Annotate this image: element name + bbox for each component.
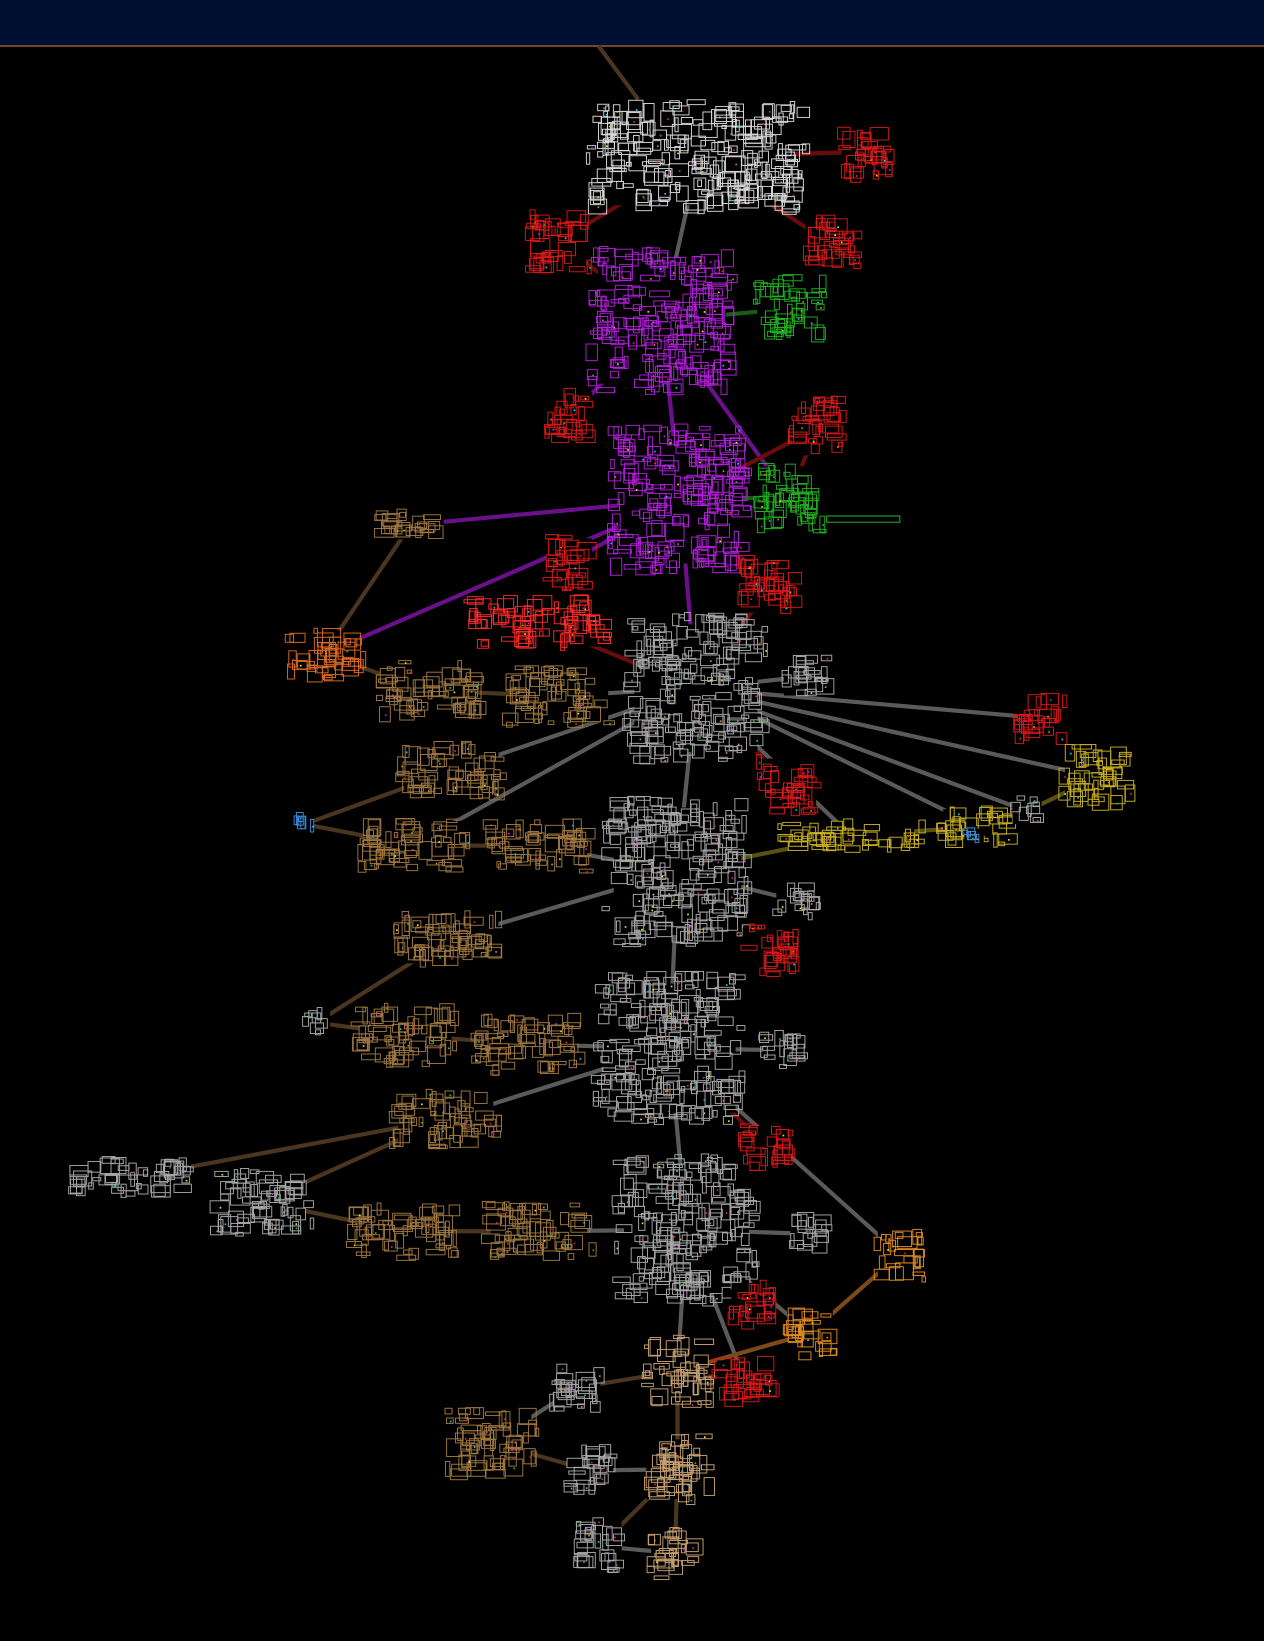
map-zone-red[interactable] <box>737 554 803 614</box>
map-zone-gray[interactable] <box>68 1156 194 1198</box>
map-zone-brown[interactable] <box>345 1202 461 1261</box>
map-link <box>596 44 640 101</box>
map-zone-gray[interactable] <box>573 1517 626 1574</box>
map-zone-red[interactable] <box>787 395 847 456</box>
map-zone-red[interactable] <box>544 387 596 444</box>
map-zone-gray[interactable] <box>772 882 821 921</box>
map-zone-brown[interactable] <box>482 818 596 874</box>
map-zone-brown[interactable] <box>393 910 503 968</box>
map-zone-gray[interactable] <box>601 795 753 948</box>
map-zone-red[interactable] <box>524 209 592 275</box>
map-zone-tan[interactable] <box>643 1433 715 1505</box>
top-bar <box>0 0 1264 47</box>
map-zone-gray[interactable] <box>622 611 770 765</box>
map-zone-green[interactable] <box>753 463 827 534</box>
map-zone-yellow[interactable] <box>1058 744 1136 811</box>
map-zone-red[interactable] <box>740 923 800 977</box>
map-zone-gray[interactable] <box>758 1029 808 1070</box>
map-zone-red[interactable] <box>711 1356 780 1407</box>
map-zone-amber[interactable] <box>873 1228 926 1283</box>
map-zone-brown[interactable] <box>350 1002 460 1068</box>
corridor <box>826 515 901 523</box>
map-zone-red[interactable] <box>542 534 597 592</box>
map-zone-brown[interactable] <box>374 508 444 540</box>
map-zone-brown[interactable] <box>501 665 615 728</box>
map-link <box>695 686 1098 780</box>
map-zone-brown[interactable] <box>480 1200 597 1261</box>
map-zone-red[interactable] <box>755 754 822 817</box>
map-zone-red[interactable] <box>1013 692 1068 745</box>
map-zone-blue[interactable] <box>962 827 984 848</box>
map-zone-gray[interactable] <box>590 970 746 1125</box>
map-zone-yellow[interactable] <box>777 818 926 853</box>
map-zone-main[interactable] <box>585 99 811 215</box>
map-zone-brown[interactable] <box>395 740 507 801</box>
map-zone-red[interactable] <box>738 1123 796 1171</box>
map-zone-tan[interactable] <box>646 1527 704 1581</box>
map-zone-brightred[interactable] <box>463 594 612 651</box>
map-zone-red[interactable] <box>803 214 863 270</box>
map-zone-red[interactable] <box>837 125 895 183</box>
map-zone-gray[interactable] <box>1010 795 1045 825</box>
map-zone-gray[interactable] <box>563 1444 618 1495</box>
map-zone-gray[interactable] <box>789 1211 833 1254</box>
map-zone-gray[interactable] <box>302 1007 331 1036</box>
map-zone-brown[interactable] <box>470 1012 586 1076</box>
map-zone-gray[interactable] <box>549 1363 605 1413</box>
map-zone-green[interactable] <box>753 274 827 343</box>
map-zone-amber[interactable] <box>782 1307 838 1361</box>
map-zone-brown[interactable] <box>388 1088 502 1150</box>
map-zone-brown[interactable] <box>375 660 487 723</box>
map-zone-brown[interactable] <box>357 818 471 873</box>
map-zone-orange[interactable] <box>284 627 367 683</box>
map-zone-brown[interactable] <box>444 1407 540 1481</box>
map-zone-gray[interactable] <box>611 1153 762 1307</box>
map-zones <box>68 99 1136 1581</box>
map-zone-gray[interactable] <box>781 654 835 697</box>
map-zone-purple[interactable] <box>585 245 738 396</box>
map-zone-red[interactable] <box>727 1279 777 1330</box>
map-zone-tan[interactable] <box>641 1334 715 1408</box>
map-zone-gray[interactable] <box>209 1168 315 1237</box>
map-zone-blue[interactable] <box>293 811 315 837</box>
map-zone-purple[interactable] <box>606 423 753 576</box>
